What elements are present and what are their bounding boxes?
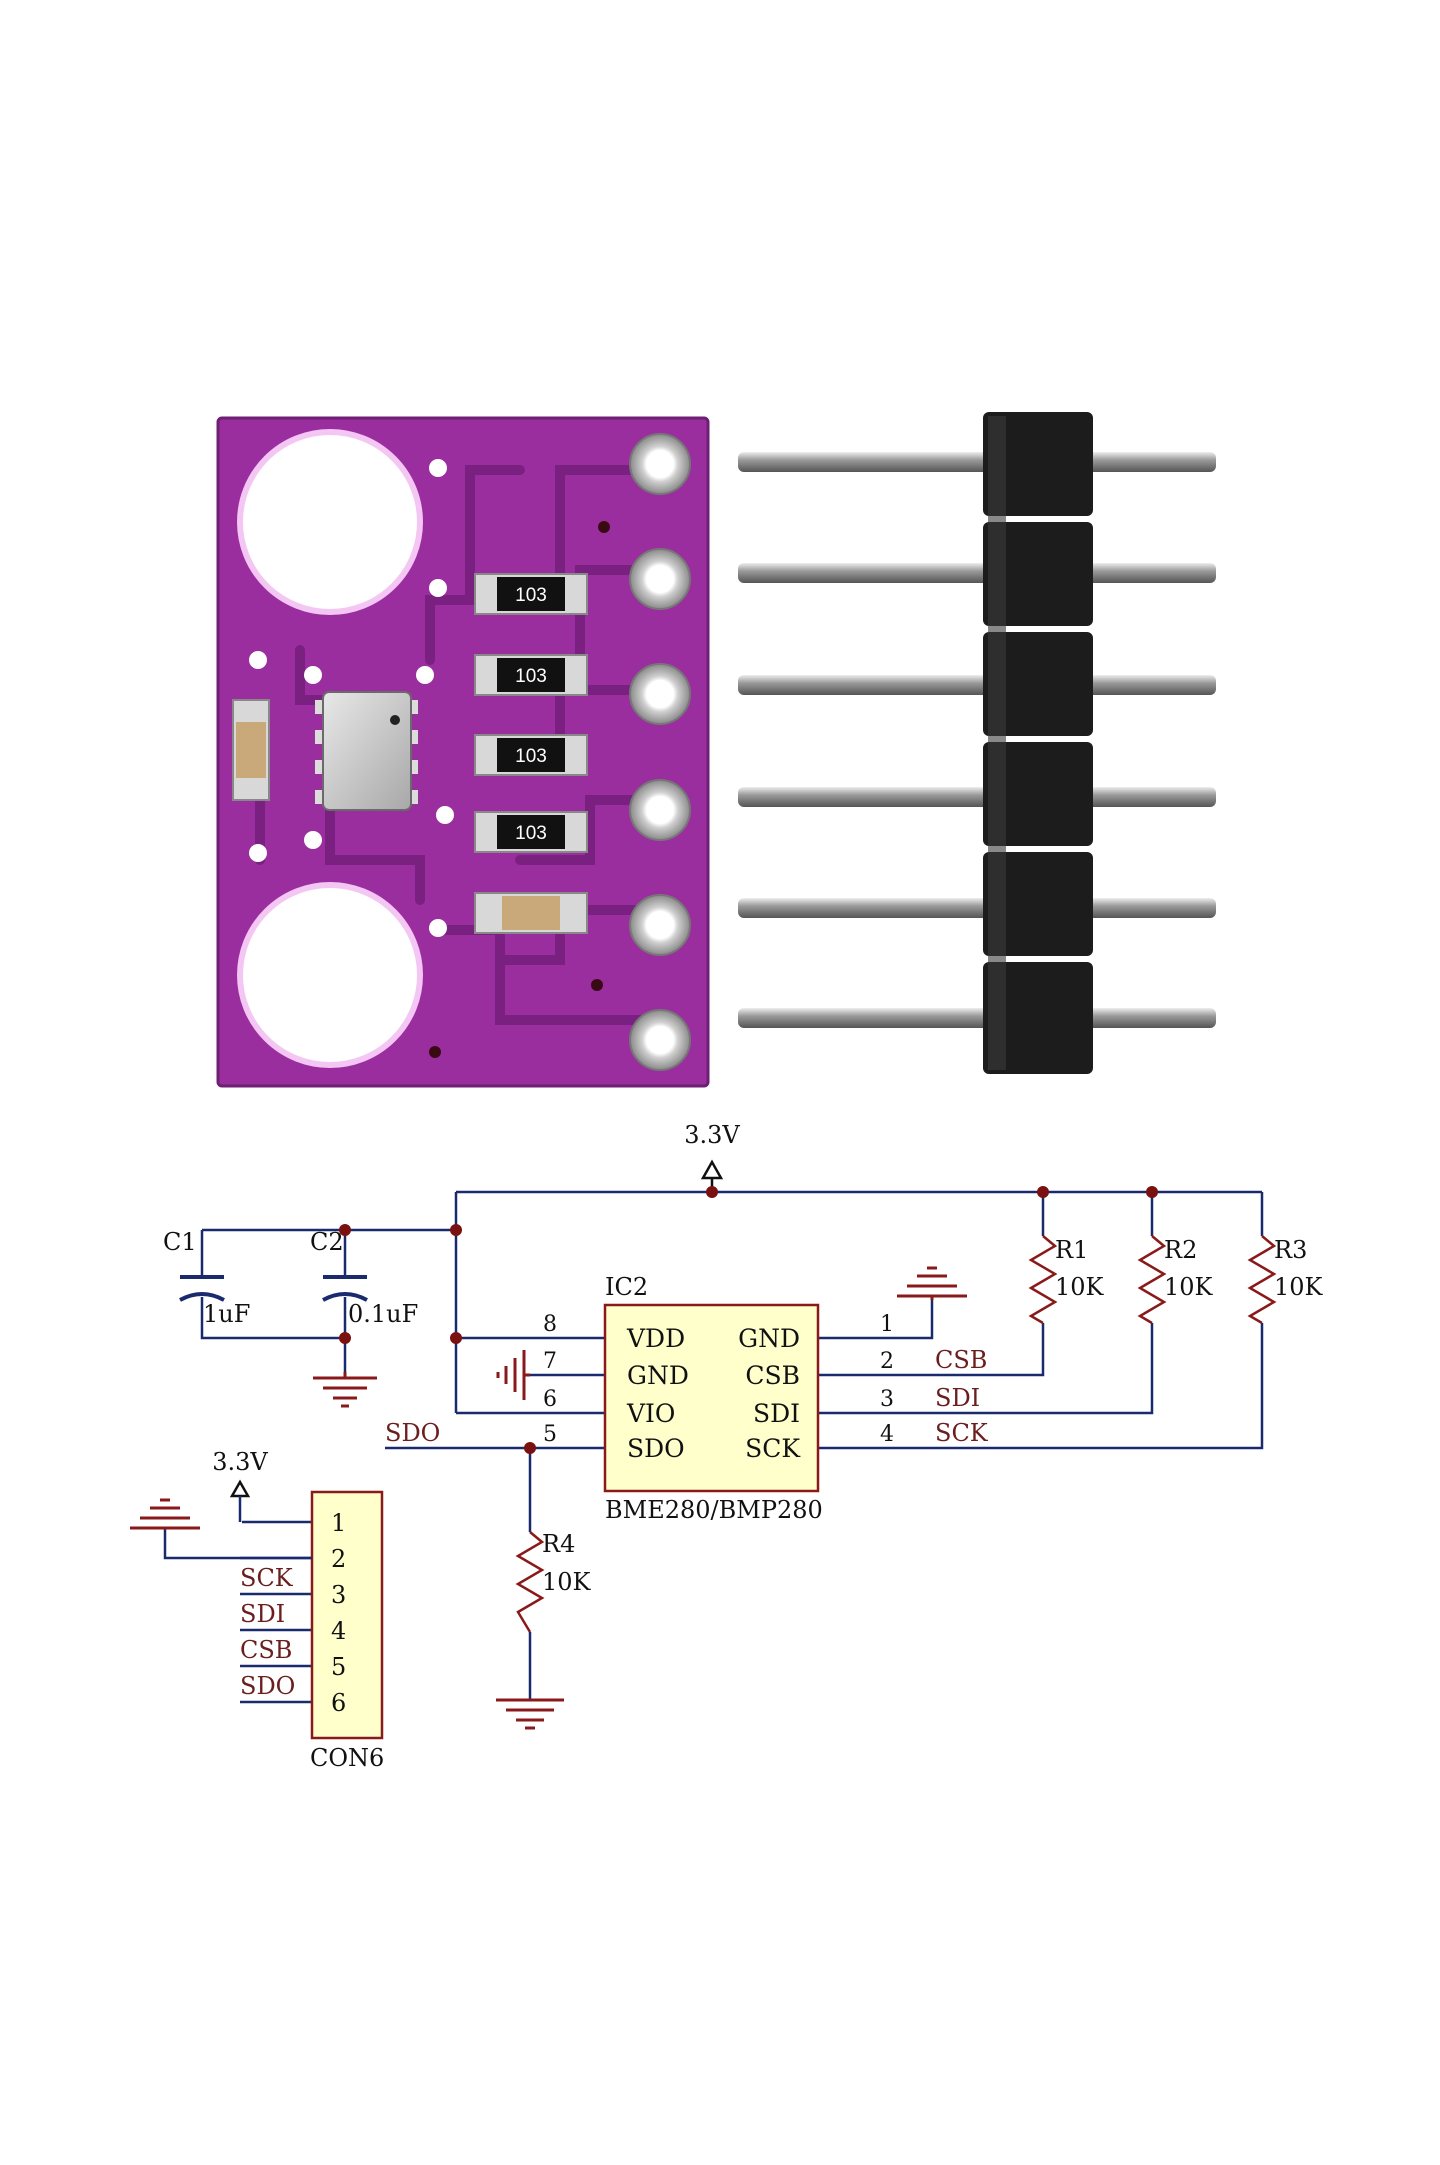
- ground-symbol: [496, 1350, 530, 1400]
- ic-pin-name: VDD: [626, 1324, 685, 1353]
- ic-ref: IC2: [605, 1273, 648, 1301]
- ic-pin-number: 1: [880, 1312, 894, 1337]
- resistor-marking: 103: [515, 823, 547, 844]
- schematic: 3.3V: [130, 1121, 1324, 1772]
- ic-pin-name: GND: [738, 1324, 800, 1353]
- r4-value: 10K: [542, 1568, 592, 1596]
- connector-pin-number: 5: [331, 1653, 346, 1681]
- r1-ref: R1: [1055, 1236, 1088, 1264]
- connector-pin-number: 6: [331, 1689, 346, 1717]
- r4-ref: R4: [542, 1530, 575, 1558]
- ic-body: [603, 1303, 820, 1493]
- pcb-board-photo: 103 103 103 103: [216, 416, 710, 1088]
- mounting-hole-top: [237, 429, 423, 615]
- ic-pin-name: SDI: [753, 1399, 800, 1428]
- ground-symbol: [313, 1372, 377, 1408]
- ic-pin-name: SDO: [627, 1434, 685, 1463]
- resistor-marking: 103: [515, 746, 547, 767]
- pin-header-photo: [738, 412, 1216, 1074]
- schematic-wires: [200, 1190, 1264, 1704]
- resistor-r3: R3 10K: [1247, 1235, 1324, 1325]
- resistor-r2: R2 10K: [1137, 1235, 1214, 1325]
- resistor-r1: R1 10K: [1028, 1235, 1105, 1325]
- resistor-marking: 103: [515, 585, 547, 606]
- capacitor-c1: C1 1uF: [163, 1228, 250, 1328]
- smd-resistor-1: 103: [474, 573, 588, 615]
- mounting-hole-bottom: [237, 882, 423, 1068]
- r2-ref: R2: [1164, 1236, 1197, 1264]
- smd-resistor-3: 103: [474, 734, 588, 776]
- pcb-traces: [255, 465, 655, 1025]
- smd-capacitor-left: [232, 699, 270, 801]
- ic2-bme280: IC2 BME280/BMP280 VDD GND VIO SDO GND CS…: [543, 1273, 989, 1524]
- r2-value: 10K: [1164, 1273, 1214, 1301]
- resistor-marking: 103: [515, 666, 547, 687]
- c2-value: 0.1uF: [348, 1300, 418, 1328]
- pcb-header-pads: [629, 433, 691, 1071]
- pcb-vias: [249, 459, 454, 937]
- connector-body: [310, 1490, 384, 1740]
- net-label: SDI: [935, 1384, 980, 1412]
- ic-part: BME280/BMP280: [605, 1496, 823, 1524]
- c1-value: 1uF: [203, 1300, 250, 1328]
- connector-power-label: 3.3V: [212, 1448, 268, 1476]
- smd-capacitor-bottom: [474, 892, 588, 934]
- ic-pin-name: GND: [627, 1361, 689, 1390]
- ic-pin-number: 2: [880, 1349, 894, 1374]
- r3-ref: R3: [1274, 1236, 1307, 1264]
- connector-net-label: SDO: [240, 1672, 295, 1700]
- connector-net-label: SDI: [240, 1600, 285, 1628]
- net-label: SCK: [935, 1419, 989, 1447]
- r3-value: 10K: [1274, 1273, 1324, 1301]
- ground-symbol: [496, 1698, 564, 1730]
- connector-pin-number: 2: [331, 1545, 346, 1573]
- c2-ref: C2: [310, 1228, 344, 1256]
- power-symbol-3v3: 3.3V: [212, 1448, 268, 1522]
- sdo-net-label: SDO: [385, 1419, 440, 1447]
- ic-pin-name: CSB: [745, 1361, 800, 1390]
- smd-resistor-2: 103: [474, 654, 588, 696]
- bme280-sensor-chip: [315, 691, 418, 811]
- ic-pin-name: SCK: [745, 1434, 801, 1463]
- c1-ref: C1: [163, 1228, 197, 1256]
- header-plastic-body: [983, 412, 1093, 1074]
- ic-pin-name: VIO: [626, 1399, 675, 1428]
- header-pins: [738, 452, 1216, 1028]
- r1-value: 10K: [1055, 1273, 1105, 1301]
- ic-pin-number: 7: [543, 1349, 557, 1374]
- ground-symbol: [130, 1498, 312, 1560]
- connector-ref: CON6: [310, 1744, 384, 1772]
- junction-dots: [339, 1186, 1158, 1454]
- capacitor-c2: C2 0.1uF: [310, 1228, 418, 1328]
- power-symbol-3v3: 3.3V: [684, 1121, 740, 1192]
- connector-pin-number: 1: [331, 1509, 346, 1537]
- connector-con6: CON6 1 2 3 4 5 6 SCK SDI CSB SDO: [240, 1490, 384, 1772]
- ic-pin-number: 5: [543, 1422, 557, 1447]
- net-label: CSB: [935, 1346, 987, 1374]
- ground-symbol: [897, 1266, 967, 1300]
- smd-resistor-4: 103: [474, 811, 588, 853]
- connector-pin-number: 4: [331, 1617, 346, 1645]
- ic-pin-number: 6: [543, 1387, 557, 1412]
- connector-net-label: SCK: [240, 1564, 294, 1592]
- resistor-r4: R4 10K: [515, 1530, 592, 1633]
- ic-pin-number: 3: [880, 1387, 894, 1412]
- ic-pin-number: 4: [880, 1422, 894, 1447]
- connector-pin-number: 3: [331, 1581, 346, 1609]
- ic-pin-number: 8: [543, 1312, 557, 1337]
- power-label: 3.3V: [684, 1121, 740, 1149]
- connector-net-label: CSB: [240, 1636, 292, 1664]
